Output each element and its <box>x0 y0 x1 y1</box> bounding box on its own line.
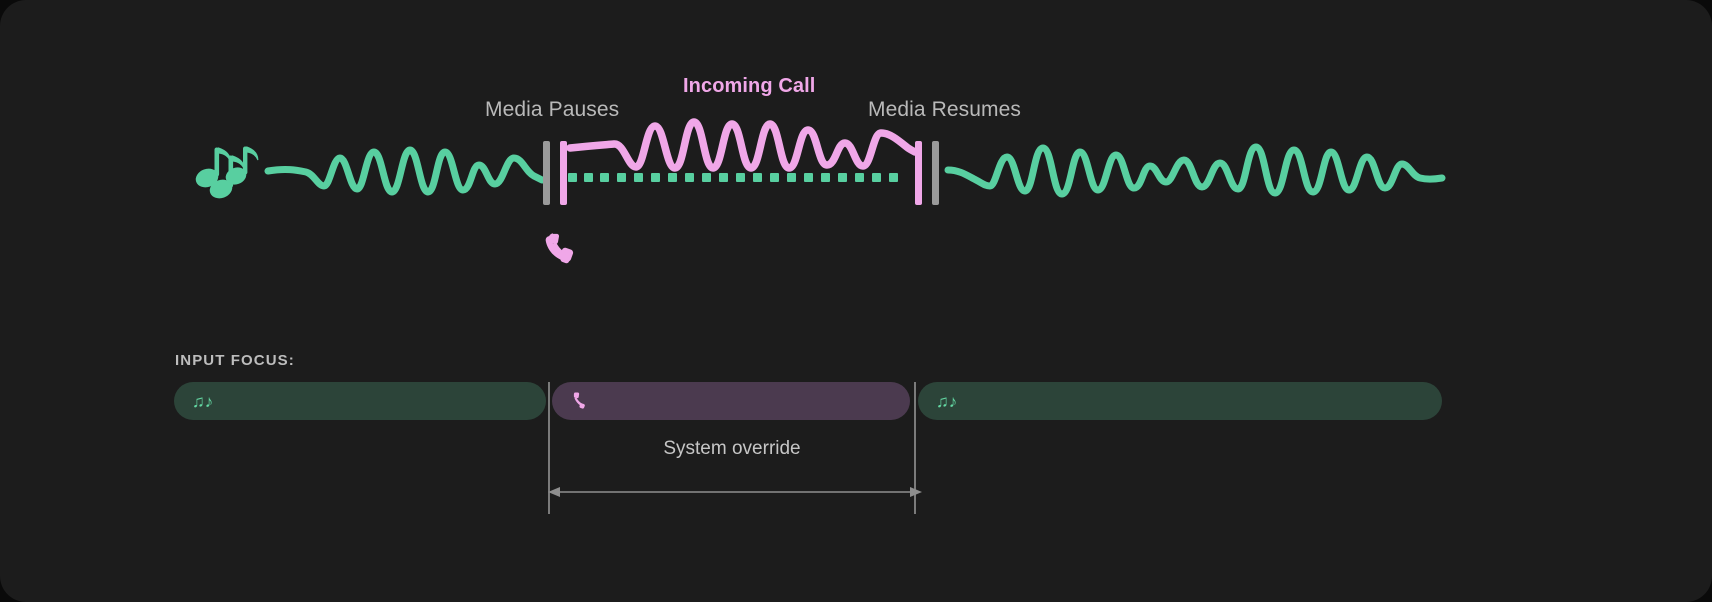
phone-handset-icon <box>570 391 588 412</box>
waveform-incoming-call <box>566 118 919 172</box>
resume-divider-pink <box>915 141 922 205</box>
input-focus-section: INPUT FOCUS: ♫♪ ♫♪ System override <box>0 330 1712 602</box>
music-notes-icon: ♫♪ <box>936 391 958 411</box>
timeline-graphics <box>195 118 1446 264</box>
waveform-media-after <box>944 143 1446 198</box>
incoming-call-label: Incoming Call <box>683 75 816 97</box>
media-pauses-label: Media Pauses <box>485 98 620 121</box>
override-guide-right <box>914 382 916 514</box>
music-notes-icon <box>195 146 259 199</box>
system-override-arrow <box>548 487 922 497</box>
focus-bar-media-before[interactable]: ♫♪ <box>174 382 546 420</box>
music-notes-icon: ♫♪ <box>192 391 214 411</box>
waveform-media-before <box>264 146 546 196</box>
input-focus-title: INPUT FOCUS: <box>175 352 295 369</box>
override-guide-left <box>548 382 550 514</box>
pause-divider-gray <box>543 141 550 205</box>
paused-media-dots <box>568 173 898 182</box>
media-resumes-label: Media Resumes <box>868 98 1022 121</box>
system-override-label: System override <box>663 438 801 459</box>
focus-bar-call[interactable] <box>552 382 910 420</box>
focus-bar-media-after[interactable]: ♫♪ <box>918 382 1442 420</box>
pause-divider-pink <box>560 141 567 205</box>
resume-divider-gray <box>932 141 939 205</box>
phone-handset-icon <box>545 233 574 264</box>
audio-timeline: Media Pauses Incoming Call Media Resumes <box>195 75 1446 264</box>
